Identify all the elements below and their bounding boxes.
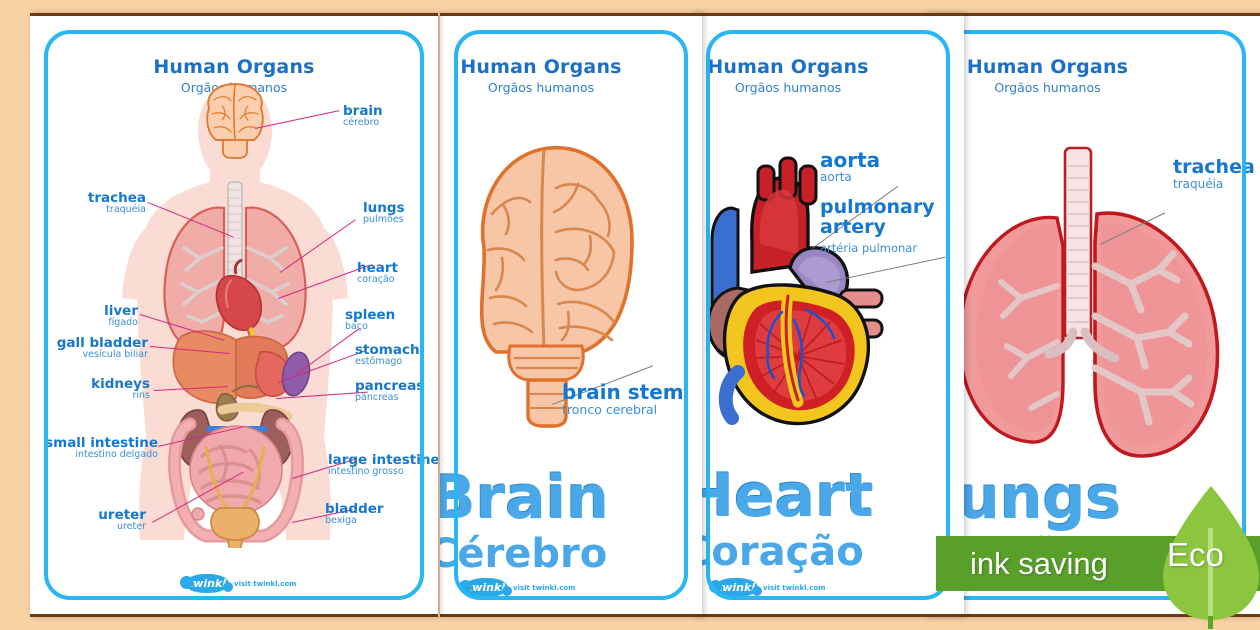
label-large-intestine: large intestine intestino grosso bbox=[328, 452, 438, 478]
brain-big-word-pt: Cérebro bbox=[440, 531, 608, 577]
label-small-intestine: small intestine intestino delgado bbox=[45, 435, 158, 461]
twinkl-footer-brain[interactable]: twinkl visit twinkl.com bbox=[459, 578, 576, 597]
heart-big-word-pt: Coração bbox=[692, 529, 864, 575]
label-trachea: trachea traquéia bbox=[1173, 156, 1255, 191]
poster-human-organs-title: Human Organs bbox=[153, 56, 315, 78]
twinkl-logo: twinkl bbox=[180, 574, 233, 593]
label-liver: liver fígado bbox=[104, 303, 138, 329]
label-aorta: aorta aorta bbox=[820, 148, 881, 184]
label-trachea: trachea traquéia bbox=[87, 190, 146, 216]
label-heart: heart coração bbox=[357, 260, 398, 286]
label-lungs: lungs pulmões bbox=[363, 200, 405, 226]
eco-label: Eco bbox=[1167, 536, 1224, 573]
label-brain: brain cérebro bbox=[343, 103, 383, 129]
label-kidneys: kidneys rins bbox=[91, 376, 150, 402]
poster-heart-subtitle: Orgãos humanos bbox=[734, 80, 842, 95]
label-pulmonary-artery: pulmonary artery artéria pulmonar bbox=[820, 196, 935, 255]
label-stomach: stomach estômago bbox=[355, 342, 420, 368]
brain-illustration bbox=[479, 146, 634, 428]
label-gall-bladder: gall bladder vesícula biliar bbox=[56, 335, 148, 361]
label-pancreas: pancreas pâncreas bbox=[355, 378, 425, 404]
heart-big-word-en: Heart bbox=[692, 461, 874, 531]
twinkl-logo: twinkl bbox=[709, 578, 762, 597]
poster-brain[interactable]: Human Organs Orgãos humanos bbox=[440, 13, 702, 617]
label-bladder: bladder bexiga bbox=[325, 501, 384, 527]
human-body-illustration bbox=[122, 83, 348, 548]
ink-saving-label: ink saving bbox=[970, 545, 1108, 581]
poster-human-organs[interactable]: Human Organs Orgãos humanos bbox=[30, 13, 438, 617]
poster-lungs-subtitle: Orgãos humanos bbox=[994, 80, 1101, 95]
eco-leaf-icon: Eco bbox=[1155, 484, 1260, 629]
label-ureter: ureter ureter bbox=[98, 507, 146, 533]
twinkl-url: visit twinkl.com bbox=[513, 583, 576, 592]
brain-big-word-en: Brain bbox=[440, 463, 610, 533]
heart-illustration bbox=[707, 156, 884, 426]
poster-lungs-title: Human Organs bbox=[966, 56, 1129, 78]
twinkl-footer-heart[interactable]: twinkl visit twinkl.com bbox=[709, 578, 826, 597]
label-brain-stem: brain stem tronco cerebral bbox=[562, 380, 684, 417]
twinkl-footer-human-organs[interactable]: twinkl visit twinkl.com bbox=[180, 574, 297, 593]
poster-heart-title: Human Organs bbox=[707, 56, 869, 78]
twinkl-logo: twinkl bbox=[459, 578, 512, 597]
poster-heart[interactable]: Human Organs Orgãos humanos bbox=[692, 13, 964, 617]
label-spleen: spleen baço bbox=[345, 307, 396, 333]
twinkl-url: visit twinkl.com bbox=[763, 583, 826, 592]
poster-brain-title: Human Organs bbox=[460, 56, 622, 78]
lungs-illustration bbox=[958, 146, 1220, 458]
poster-brain-subtitle: Orgãos humanos bbox=[487, 80, 595, 95]
twinkl-url: visit twinkl.com bbox=[234, 579, 297, 588]
